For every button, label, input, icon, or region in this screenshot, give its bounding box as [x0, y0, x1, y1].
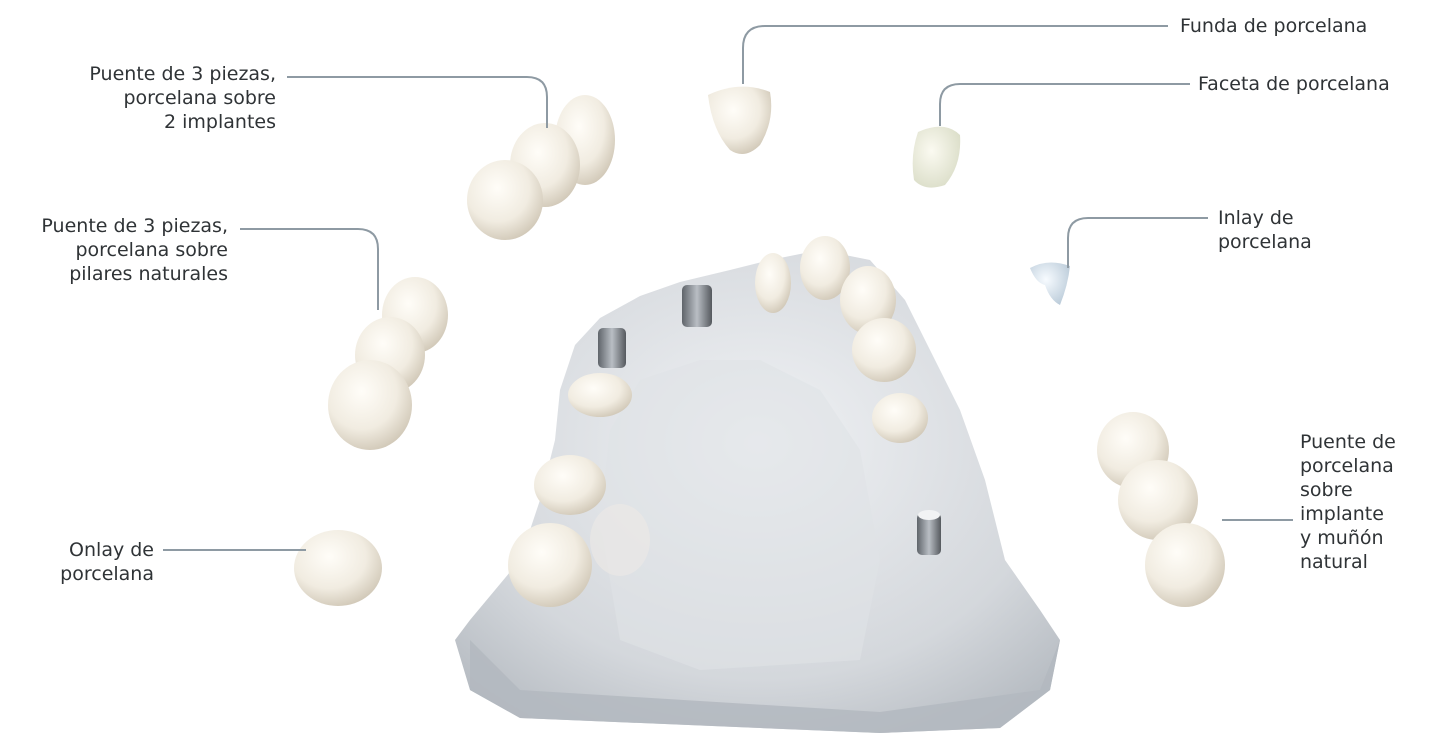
label-line: Faceta de porcelana	[1198, 72, 1390, 96]
label-line: porcelana	[1218, 230, 1312, 254]
label-line: Onlay de	[60, 538, 154, 562]
leader-faceta	[940, 84, 1190, 126]
label-line: y muñón	[1300, 526, 1396, 550]
leader-inlay	[1068, 218, 1208, 268]
label-line: Inlay de	[1218, 206, 1312, 230]
label-inlay: Inlay de porcelana	[1218, 206, 1312, 254]
label-onlay: Onlay de porcelana	[60, 538, 154, 586]
label-line: Funda de porcelana	[1180, 14, 1367, 38]
leader-funda	[743, 26, 1168, 84]
label-line: Puente de	[1300, 430, 1396, 454]
implant-post	[682, 285, 712, 327]
label-line: porcelana sobre	[89, 86, 276, 110]
leader-puente-implantes	[287, 77, 547, 128]
label-line: Puente de 3 piezas,	[89, 62, 276, 86]
label-line: sobre	[1300, 478, 1396, 502]
bridge-on-implant-and-natural-stump	[1097, 412, 1225, 607]
label-line: natural	[1300, 550, 1396, 574]
label-line: pilares naturales	[41, 262, 228, 286]
label-puente-pilares: Puente de 3 piezas, porcelana sobre pila…	[41, 214, 228, 286]
jaw-model	[455, 236, 1060, 733]
implant-post	[598, 328, 626, 368]
bridge-on-natural-abutments	[328, 277, 448, 450]
leader-puente-pilares	[240, 229, 378, 310]
label-line: 2 implantes	[89, 110, 276, 134]
label-line: porcelana	[1300, 454, 1396, 478]
porcelain-veneer	[913, 127, 961, 188]
label-line: porcelana	[60, 562, 154, 586]
porcelain-crown	[708, 87, 771, 154]
label-puente-implantes: Puente de 3 piezas, porcelana sobre 2 im…	[89, 62, 276, 134]
label-faceta: Faceta de porcelana	[1198, 72, 1390, 96]
porcelain-inlay	[1030, 262, 1070, 305]
bridge-on-implants	[467, 95, 615, 240]
label-line: Puente de 3 piezas,	[41, 214, 228, 238]
label-line: porcelana sobre	[41, 238, 228, 262]
porcelain-onlay	[294, 530, 382, 606]
label-line: implante	[1300, 502, 1396, 526]
label-puente-mixto: Puente de porcelana sobre implante y muñ…	[1300, 430, 1396, 574]
label-funda: Funda de porcelana	[1180, 14, 1367, 38]
